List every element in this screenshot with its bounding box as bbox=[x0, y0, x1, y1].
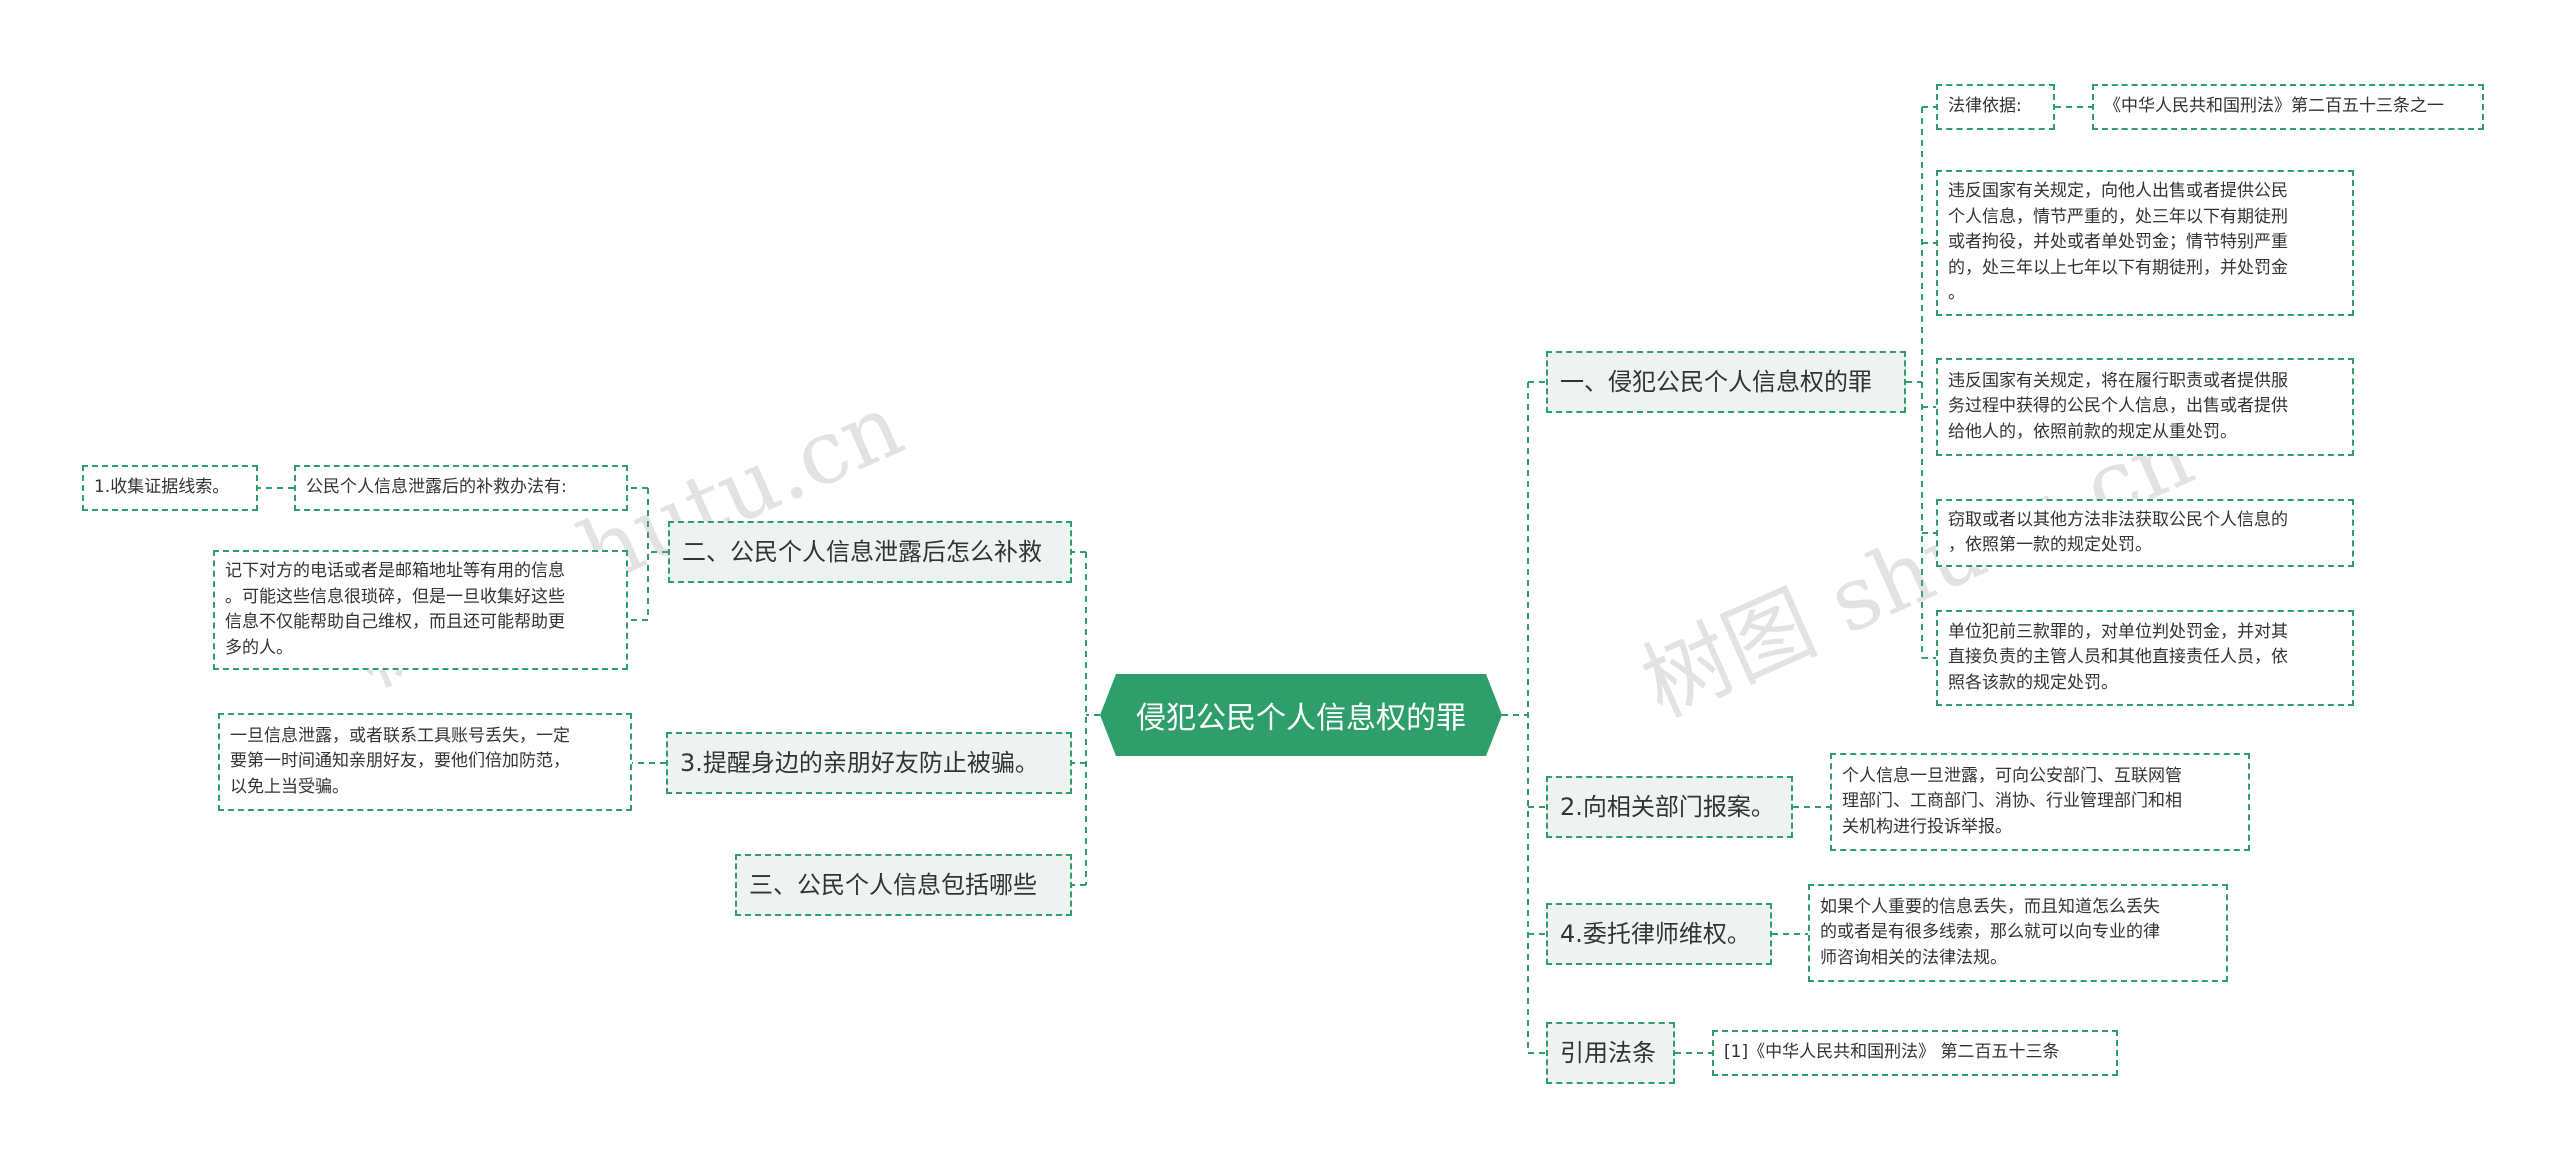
branch-remedy[interactable]: 二、公民个人信息泄露后怎么补救 bbox=[668, 521, 1072, 583]
legal-basis-label[interactable]: 法律依据: bbox=[1936, 84, 2055, 130]
branch-info[interactable]: 三、公民个人信息包括哪些 bbox=[735, 854, 1072, 916]
root-node-background bbox=[1100, 674, 1502, 756]
clause-3[interactable]: 窃取或者以其他方法非法获取公民个人信息的 ，依照第一款的规定处罚。 bbox=[1936, 499, 2354, 567]
branch-lawyer[interactable]: 4.委托律师维权。 bbox=[1546, 903, 1772, 965]
cite-detail[interactable]: [1]《中华人民共和国刑法》 第二百五十三条 bbox=[1712, 1030, 2118, 1076]
clause-1[interactable]: 违反国家有关规定，向他人出售或者提供公民 个人信息，情节严重的，处三年以下有期徒… bbox=[1936, 170, 2354, 316]
clause-2[interactable]: 违反国家有关规定，将在履行职责或者提供服 务过程中获得的公民个人信息，出售或者提… bbox=[1936, 358, 2354, 456]
branch-crime[interactable]: 一、侵犯公民个人信息权的罪 bbox=[1546, 351, 1906, 413]
report-detail[interactable]: 个人信息一旦泄露，可向公安部门、互联网管 理部门、工商部门、消协、行业管理部门和… bbox=[1830, 753, 2250, 851]
remedy-step-1[interactable]: 1.收集证据线索。 bbox=[82, 465, 258, 511]
legal-basis-ref[interactable]: 《中华人民共和国刑法》第二百五十三条之一 bbox=[2092, 84, 2484, 130]
clause-4[interactable]: 单位犯前三款罪的，对单位判处罚金，并对其 直接负责的主管人员和其他直接责任人员，… bbox=[1936, 610, 2354, 706]
remind-detail[interactable]: 一旦信息泄露，或者联系工具账号丢失，一定 要第一时间通知亲朋好友，要他们倍加防范… bbox=[218, 713, 632, 811]
lawyer-detail[interactable]: 如果个人重要的信息丢失，而且知道怎么丢失 的或者是有很多线索，那么就可以向专业的… bbox=[1808, 884, 2228, 982]
branch-cite[interactable]: 引用法条 bbox=[1546, 1022, 1675, 1084]
remedy-subheading[interactable]: 公民个人信息泄露后的补救办法有: bbox=[294, 465, 628, 511]
remedy-detail[interactable]: 记下对方的电话或者是邮箱地址等有用的信息 。可能这些信息很琐碎，但是一旦收集好这… bbox=[213, 550, 628, 670]
branch-remind[interactable]: 3.提醒身边的亲朋好友防止被骗。 bbox=[666, 732, 1072, 794]
root-node[interactable]: 侵犯公民个人信息权的罪 bbox=[1136, 701, 1466, 736]
branch-report[interactable]: 2.向相关部门报案。 bbox=[1546, 776, 1793, 838]
